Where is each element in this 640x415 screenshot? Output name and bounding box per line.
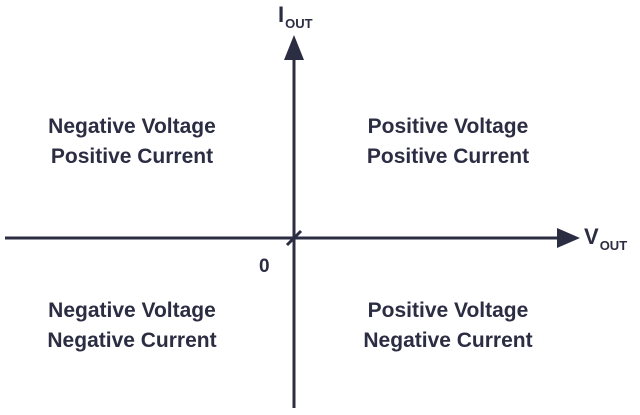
quadrant-top-right: Positive Voltage Positive Current <box>318 112 578 172</box>
quadrant-bottom-left-line2: Negative Current <box>47 329 217 352</box>
y-axis-subscript: OUT <box>285 16 313 31</box>
quadrant-bottom-left: Negative Voltage Negative Current <box>2 296 262 356</box>
y-axis-symbol: I <box>278 2 285 27</box>
quadrant-bottom-left-line1: Negative Voltage <box>48 299 216 322</box>
quadrant-bottom-right-line1: Positive Voltage <box>367 299 529 322</box>
y-axis-label: IOUT <box>278 2 313 31</box>
quadrant-top-left: Negative Voltage Positive Current <box>2 112 262 172</box>
origin-tick <box>285 229 303 247</box>
quadrant-bottom-right: Positive Voltage Negative Current <box>318 296 578 356</box>
x-axis-subscript: OUT <box>599 238 628 253</box>
x-axis-symbol: V <box>584 224 599 249</box>
quadrant-top-right-line1: Positive Voltage <box>367 115 529 138</box>
quadrant-top-left-line1: Negative Voltage <box>48 115 216 138</box>
quadrant-top-left-line2: Positive Current <box>50 145 214 168</box>
quadrant-top-right-line2: Positive Current <box>366 145 530 168</box>
y-axis-arrowhead <box>284 35 304 60</box>
quadrant-bottom-right-line2: Negative Current <box>363 329 533 352</box>
origin-label: 0 <box>259 256 270 277</box>
x-axis-arrowhead <box>557 228 580 248</box>
x-axis-label: VOUT <box>584 224 627 253</box>
